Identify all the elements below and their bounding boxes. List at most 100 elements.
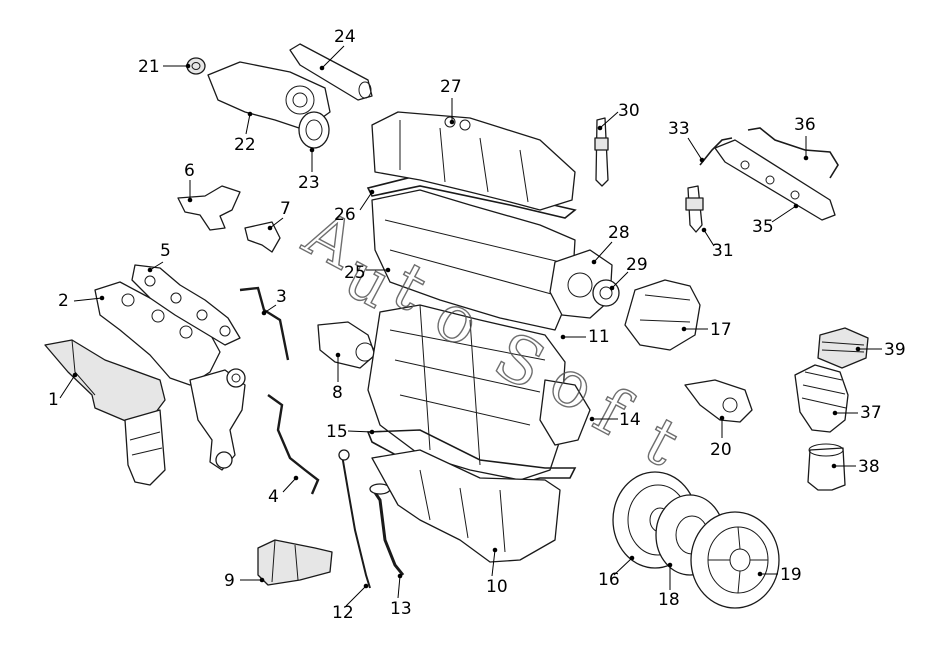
leader-dot — [72, 372, 78, 378]
leader-dot — [449, 119, 455, 125]
leader-dot — [247, 111, 253, 117]
part-manifold-gasket — [131, 264, 241, 346]
leader-dot — [831, 463, 837, 469]
callout-1: 1 — [48, 372, 78, 410]
leader-line — [359, 191, 373, 211]
callout-18: 18 — [658, 562, 680, 610]
part-fuel-rail — [714, 139, 836, 221]
callout-number: 37 — [860, 403, 882, 423]
part-thermostat-housing — [684, 379, 753, 423]
callout-number: 12 — [332, 603, 354, 623]
part-oil-feed-pipe — [239, 286, 290, 361]
leader-dot — [335, 352, 341, 358]
leader-dot — [397, 573, 403, 579]
part-dipstick — [338, 449, 371, 589]
leader-dot — [560, 334, 566, 340]
callout-number: 38 — [858, 457, 880, 477]
leader-line — [269, 217, 284, 229]
callout-35: 35 — [752, 203, 799, 237]
callout-number: 8 — [332, 383, 343, 403]
leader-dot — [803, 155, 809, 161]
callout-number: 2 — [58, 291, 69, 311]
callout-2: 2 — [58, 291, 105, 311]
callout-number: 18 — [658, 590, 680, 610]
leader-dot — [319, 65, 325, 71]
callout-number: 9 — [224, 571, 235, 591]
part-throttle-gasket — [298, 111, 330, 149]
callout-29: 29 — [609, 255, 648, 291]
callout-25: 25 — [344, 263, 391, 283]
part-cylinder-block — [367, 304, 566, 481]
callout-number: 28 — [608, 223, 630, 243]
leader-dot — [492, 547, 498, 553]
callout-23: 23 — [298, 147, 320, 193]
callout-number: 13 — [390, 599, 412, 619]
callout-number: 3 — [276, 287, 287, 307]
callout-number: 24 — [334, 27, 356, 47]
callout-8: 8 — [332, 352, 343, 403]
part-injector — [685, 185, 704, 233]
callout-38: 38 — [831, 457, 880, 477]
leader-dot — [699, 157, 705, 163]
callout-28: 28 — [591, 223, 630, 265]
callout-39: 39 — [855, 340, 906, 360]
part-catalytic-converter — [124, 409, 166, 486]
leader-dot — [259, 577, 265, 583]
part-bracket-6 — [177, 185, 241, 231]
callout-31: 31 — [701, 227, 734, 261]
callout-4: 4 — [268, 475, 299, 507]
callout-3: 3 — [261, 287, 287, 316]
callout-33: 33 — [668, 119, 705, 163]
leader-dot — [609, 285, 615, 291]
callout-17: 17 — [681, 320, 732, 340]
leader-dot — [261, 310, 267, 316]
callout-13: 13 — [390, 573, 412, 619]
callout-number: 4 — [268, 487, 279, 507]
leader-line — [282, 477, 297, 493]
leader-dot — [681, 326, 687, 332]
callout-number: 25 — [344, 263, 366, 283]
callout-number: 6 — [184, 161, 195, 181]
leader-line — [149, 261, 164, 271]
leader-dot — [597, 125, 603, 131]
part-fuel-line — [747, 127, 839, 179]
leader-line — [263, 304, 277, 314]
callout-21: 21 — [138, 57, 191, 77]
part-oil-filter-housing — [794, 364, 849, 433]
part-oil-return-pipe — [267, 394, 320, 495]
callout-22: 22 — [234, 111, 256, 155]
callout-20: 20 — [710, 415, 732, 460]
leader-dot — [187, 197, 193, 203]
callout-19: 19 — [757, 565, 802, 585]
leader-dot — [719, 415, 725, 421]
callout-number: 35 — [752, 217, 774, 237]
leader-dot — [667, 562, 673, 568]
callout-7: 7 — [267, 199, 291, 231]
callout-number: 20 — [710, 440, 732, 460]
leader-line — [771, 205, 797, 223]
callout-36: 36 — [794, 115, 816, 161]
leader-line — [593, 241, 613, 263]
callout-number: 22 — [234, 135, 256, 155]
callout-number: 5 — [160, 241, 171, 261]
callout-number: 1 — [48, 390, 59, 410]
callout-number: 39 — [884, 340, 906, 360]
part-oil-filter — [807, 443, 846, 491]
leader-dot — [99, 295, 105, 301]
part-pulley — [592, 279, 620, 307]
callout-24: 24 — [319, 27, 356, 71]
callout-number: 29 — [626, 255, 648, 275]
callout-number: 14 — [619, 410, 641, 430]
leader-line — [59, 374, 76, 399]
part-glow-plug — [594, 117, 609, 187]
leader-line — [491, 549, 496, 577]
callout-16: 16 — [598, 555, 635, 590]
callout-12: 12 — [332, 583, 369, 623]
callout-9: 9 — [224, 571, 265, 591]
leader-dot — [832, 410, 838, 416]
leader-dot — [147, 267, 153, 273]
part-turbo-housing — [189, 368, 246, 471]
